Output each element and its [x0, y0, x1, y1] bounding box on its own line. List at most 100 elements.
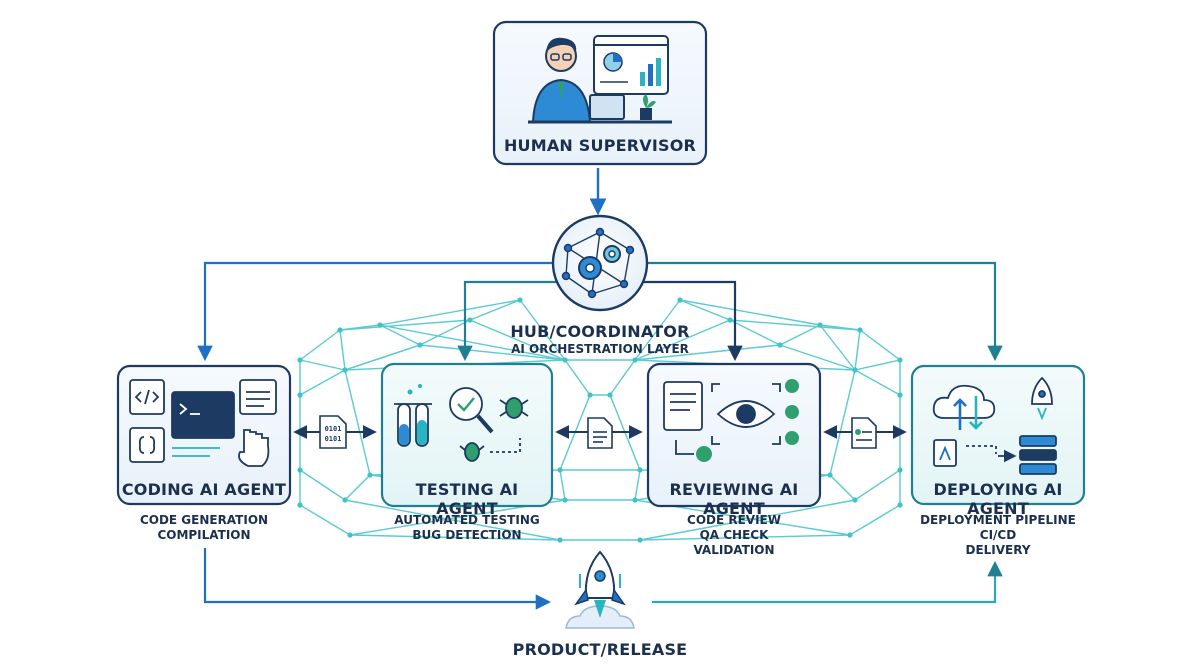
- text-document-icon: [587, 417, 613, 449]
- supervisor-title: HUMAN SUPERVISOR: [503, 136, 697, 155]
- route-to-testing: [457, 280, 565, 362]
- mesh-link: [379, 324, 566, 361]
- route-to-coding: [197, 261, 560, 362]
- mesh-link: [299, 359, 346, 371]
- mesh-node: [852, 497, 858, 503]
- mesh-link: [854, 359, 901, 371]
- mesh-link: [779, 344, 856, 371]
- mesh-link: [634, 469, 641, 501]
- mesh-link: [859, 329, 901, 361]
- mesh-node: [342, 497, 348, 503]
- mesh-link: [344, 499, 561, 541]
- mesh-node: [677, 297, 683, 303]
- reviewing-agent-desc-3: VALIDATION: [693, 543, 775, 557]
- release-title: PRODUCT/RELEASE: [512, 640, 688, 659]
- mesh-node: [637, 537, 643, 543]
- route-to-reviewing: [635, 280, 743, 362]
- mesh-link: [819, 324, 856, 371]
- mesh-node: [337, 327, 343, 333]
- mesh-node: [297, 467, 303, 473]
- mesh-node: [847, 532, 853, 538]
- mesh-link: [344, 474, 371, 501]
- mesh-node: [297, 392, 303, 398]
- mesh-link: [779, 324, 821, 346]
- mesh-node: [347, 532, 353, 538]
- mesh-node: [897, 357, 903, 363]
- mesh-link: [559, 469, 566, 501]
- reviewing-agent-desc-2: QA CHECK: [699, 528, 769, 542]
- hub-subtitle: AI ORCHESTRATION LAYER: [511, 342, 689, 356]
- mesh-link: [679, 299, 731, 321]
- hub-title: HUB/COORDINATOR: [510, 322, 690, 341]
- mesh-node: [632, 497, 638, 503]
- testing-agent-title: TESTING AI AGENT: [415, 480, 519, 518]
- reviewing-agent-desc-1: CODE REVIEW: [687, 513, 781, 527]
- mesh-link: [469, 299, 521, 321]
- mesh-link: [299, 329, 341, 361]
- deploying-agent-desc-3: DELIVERY: [965, 543, 1031, 557]
- test-tubes-magnifier-bug-icon: [394, 384, 529, 462]
- mesh-link: [854, 369, 901, 396]
- testing-agent-desc-1: AUTOMATED TESTING: [394, 513, 540, 527]
- mesh-node: [897, 392, 903, 398]
- mesh-node: [297, 502, 303, 508]
- mesh-node: [897, 502, 903, 508]
- mesh-link: [419, 319, 471, 346]
- mesh-link: [519, 299, 566, 361]
- mesh-link: [854, 329, 861, 371]
- mesh-node: [562, 357, 568, 363]
- mesh-link: [339, 319, 471, 331]
- release-to-deploying-arrow: [652, 560, 1003, 604]
- mesh-link: [299, 469, 346, 501]
- mesh-link: [634, 319, 731, 361]
- person-at-laptop-icon: [528, 35, 672, 124]
- document-icons: [319, 415, 877, 449]
- binary-glyph-line-2: 0101: [325, 435, 342, 443]
- mesh-node: [587, 392, 593, 398]
- mesh-link: [344, 344, 421, 371]
- testing-agent-box: [380, 362, 554, 508]
- mesh-node: [557, 537, 563, 543]
- mesh-link: [349, 534, 561, 541]
- binary-glyph-line-1: 0101: [325, 425, 342, 433]
- mesh-node: [517, 297, 523, 303]
- deploying-agent-title: DEPLOYING AI AGENT: [933, 480, 1063, 518]
- rocket-launch-icon: [565, 550, 635, 629]
- mesh-node: [727, 317, 733, 323]
- mesh-node: [342, 367, 348, 373]
- network-gears-icon: [561, 227, 635, 299]
- mesh-link: [379, 299, 521, 326]
- mesh-link: [379, 324, 421, 346]
- testing-agent-desc-2: BUG DETECTION: [412, 528, 522, 542]
- mesh-link: [419, 344, 566, 361]
- eye-checklist-icon: [663, 379, 799, 462]
- mesh-node: [632, 357, 638, 363]
- mesh-node: [637, 467, 643, 473]
- mesh-link: [339, 329, 346, 371]
- cloud-rocket-server-icon: [932, 376, 1057, 475]
- checked-document-icon: [851, 417, 877, 449]
- mesh-node: [607, 392, 613, 398]
- mesh-node: [467, 317, 473, 323]
- mesh-node: [777, 342, 783, 348]
- reviewing-agent-title: REVIEWING AI AGENT: [669, 480, 799, 518]
- route-to-deploying: [640, 261, 1003, 362]
- deploying-agent-desc-2: CI/CD: [979, 528, 1017, 542]
- mesh-link: [729, 319, 781, 346]
- mesh-link: [634, 299, 681, 361]
- mesh-link: [639, 534, 851, 541]
- mesh-link: [634, 344, 781, 361]
- mesh-link: [849, 504, 901, 536]
- mesh-link: [639, 499, 856, 541]
- mesh-node: [377, 322, 383, 328]
- mesh-node: [367, 472, 373, 478]
- coding-agent-desc-2: COMPILATION: [157, 528, 251, 542]
- mesh-node: [817, 322, 823, 328]
- mesh-link: [829, 474, 856, 501]
- mesh-link: [469, 319, 566, 361]
- mesh-link: [729, 319, 861, 331]
- hub-node: [551, 214, 649, 312]
- deploying-agent-box: [910, 364, 1086, 506]
- mesh-node: [557, 467, 563, 473]
